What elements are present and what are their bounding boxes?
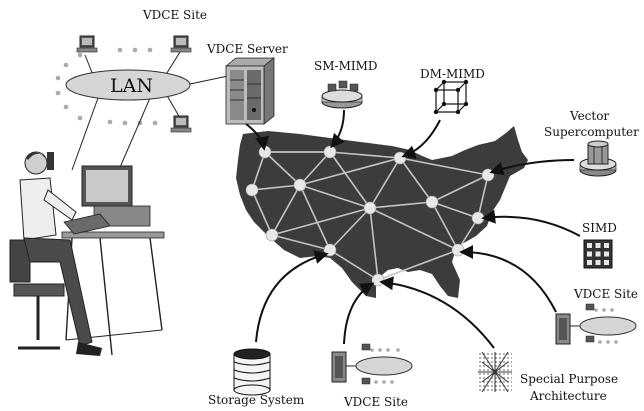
node-newyork <box>481 168 495 182</box>
label-vdce-site-right: VDCE Site <box>573 287 638 301</box>
arrow-dm-mimd <box>401 119 441 159</box>
arrow-server <box>245 123 270 151</box>
label-vdce-site-bottom: VDCE Site <box>343 395 408 409</box>
label-sm-mimd: SM-MIMD <box>314 59 378 73</box>
node-la <box>265 228 279 242</box>
connection-arrows <box>245 109 581 349</box>
label-lan: LAN <box>110 75 153 97</box>
arrow-vdce-right <box>459 245 557 313</box>
workstation-icon <box>76 35 98 53</box>
node-utah <box>293 178 307 192</box>
node-kansas <box>363 201 377 215</box>
label-dm-mimd: DM-MIMD <box>420 67 485 81</box>
label-storage-system: Storage System <box>208 393 305 407</box>
label-simd: SIMD <box>582 221 617 235</box>
simd-grid-icon <box>583 239 613 269</box>
arrow-vdce-bottom <box>343 282 375 345</box>
vdce-site-right-icon <box>555 303 637 345</box>
arrow-simd <box>481 209 581 237</box>
node-minnesota <box>393 151 407 165</box>
server-rack-icon <box>224 57 276 125</box>
node-texas <box>371 273 385 287</box>
label-special-purpose: Special Purpose <box>520 372 618 386</box>
workstation-icon <box>170 35 192 53</box>
node-ohio <box>425 195 439 209</box>
node-seattle <box>258 145 272 159</box>
node-georgia <box>451 243 465 257</box>
label-supercomputer: Supercomputer <box>544 125 639 139</box>
label-vdce-server: VDCE Server <box>206 42 288 56</box>
workstation-icon <box>170 115 192 133</box>
arrow-sm-mimd <box>330 109 345 149</box>
label-architecture: Architecture <box>529 389 607 403</box>
label-vector: Vector <box>569 109 609 123</box>
node-dc <box>471 211 485 225</box>
network-edges <box>251 151 489 281</box>
dm-mimd-icon <box>433 79 469 115</box>
arrow-storage <box>255 250 329 343</box>
lan-ellipse <box>65 69 191 101</box>
crossbar-icon <box>478 351 512 393</box>
vdce-site-bottom-icon <box>331 343 413 385</box>
arrow-special <box>379 276 495 349</box>
arrow-vector <box>489 159 575 176</box>
user-at-desk-icon <box>9 151 165 356</box>
lan-cluster <box>55 47 229 173</box>
storage-cylinder-icon <box>233 348 271 396</box>
node-sf <box>245 183 259 197</box>
sm-mimd-icon <box>321 80 363 109</box>
vector-supercomputer-icon <box>579 140 617 177</box>
label-vdce-site-top: VDCE Site <box>142 8 207 22</box>
node-montana <box>323 145 337 159</box>
